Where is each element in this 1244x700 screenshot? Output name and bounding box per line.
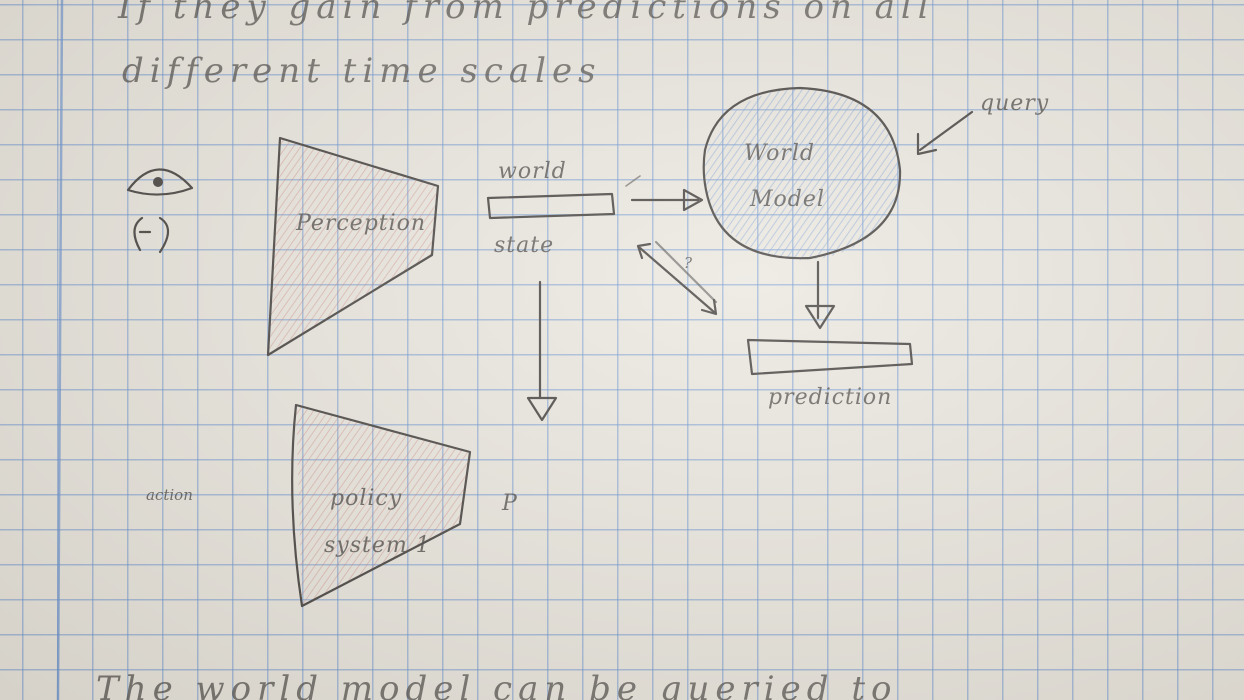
arrow-to-prediction [804, 260, 836, 330]
margin-line [56, 0, 64, 700]
policy-label-line-2: system 1 [324, 533, 431, 558]
p-label: P [501, 491, 518, 516]
world-model-label-line-1: World [744, 141, 815, 166]
ear-icon [133, 216, 170, 254]
world-model-label-line-2: Model [749, 187, 825, 212]
policy-block: policy system 1 [291, 403, 472, 608]
policy-label-line-1: policy [330, 486, 402, 511]
query-arrow: query [916, 91, 1049, 156]
uncertain-double-arrow: ? [636, 240, 718, 316]
query-label: query [980, 91, 1049, 116]
world-state-block: world state [486, 159, 616, 258]
prediction-block: prediction [746, 338, 914, 410]
perception-block: Perception [266, 136, 440, 357]
note-top-line-2: different time scales [122, 51, 602, 91]
perception-label: Perception [295, 211, 426, 236]
note-bottom-line: The world model can be queried to [96, 669, 898, 700]
prediction-label: prediction [768, 385, 892, 410]
action-label: action [146, 486, 193, 504]
arrow-to-policy [526, 280, 558, 422]
world-model-block: World Model [702, 86, 902, 260]
world-state-top-label: world [498, 159, 567, 184]
arrow-to-world-model [625, 175, 704, 212]
question-mark: ? [684, 254, 693, 272]
world-state-bottom-label: state [494, 233, 554, 258]
note-top-line-1: If they gain from predictions on all [117, 0, 935, 27]
eye-icon [126, 168, 194, 196]
